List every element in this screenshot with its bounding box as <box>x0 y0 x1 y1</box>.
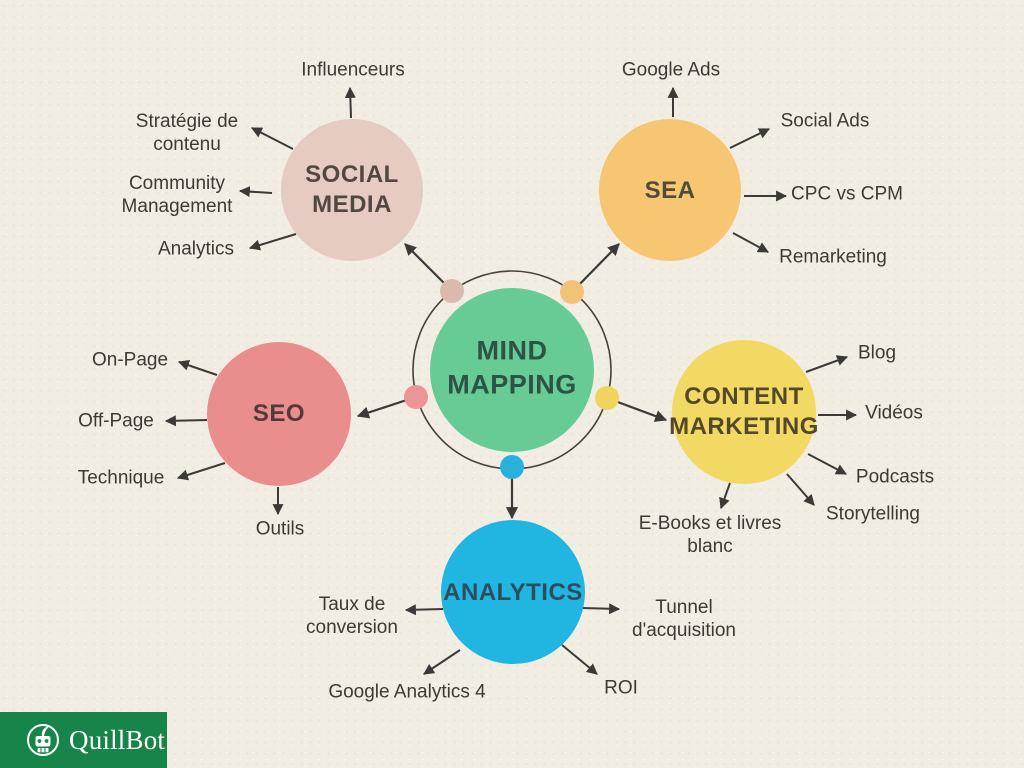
leaf-cpc-vs-cpm: CPC vs CPM <box>791 183 903 205</box>
leaf-off-page: Off-Page <box>78 410 154 432</box>
leaf-google-ads: Google Ads <box>621 59 721 81</box>
leaf-storytelling: Storytelling <box>826 503 920 525</box>
leaf-outils: Outils <box>255 518 305 540</box>
ring-dot-analytics <box>500 455 524 479</box>
social-media-node-label: SOCIAL MEDIA <box>305 161 399 218</box>
leaf-influenceurs: Influenceurs <box>301 59 405 81</box>
leaf-arrows <box>164 86 858 675</box>
ring-dot-sea <box>560 280 584 304</box>
leaf-ebooks-livres-blanc: E-Books et livres blanc <box>638 512 782 557</box>
node-content-marketing <box>672 340 816 484</box>
leaf-analytics-social: Analytics <box>157 238 235 260</box>
leaf-community-management: Community Management <box>121 172 233 217</box>
ring-dot-content-marketing <box>595 386 619 410</box>
node-analytics <box>441 520 585 664</box>
leaf-roi: ROI <box>604 677 638 699</box>
node-center <box>430 288 594 452</box>
leaf-remarketing: Remarketing <box>779 246 887 268</box>
quillbot-logo: QuillBot <box>0 712 167 768</box>
sea-node-label: SEA <box>644 177 696 204</box>
leaf-podcasts: Podcasts <box>855 466 935 488</box>
leaf-google-analytics-4: Google Analytics 4 <box>328 681 486 703</box>
node-social-media <box>281 119 423 261</box>
analytics-node-label: ANALYTICS <box>443 579 583 606</box>
node-sea <box>599 119 741 261</box>
leaf-technique: Technique <box>77 467 165 489</box>
leaf-taux-de-conversion: Taux de conversion <box>306 593 398 638</box>
node-seo <box>207 342 351 486</box>
leaf-blog: Blog <box>857 342 897 364</box>
leaf-tunnel-acquisition: Tunnel d'acquisition <box>632 596 736 641</box>
center-node-label: MIND MAPPING <box>447 335 577 399</box>
quillbot-wordmark: QuillBot <box>69 724 166 755</box>
ring-dot-social-media <box>440 279 464 303</box>
leaf-strategie-de-contenu: Stratégie de contenu <box>135 110 239 155</box>
leaf-on-page: On-Page <box>91 349 169 371</box>
quillbot-robot-icon <box>27 724 59 756</box>
leaf-videos: Vidéos <box>865 402 923 424</box>
seo-node-label: SEO <box>252 400 306 427</box>
content-marketing-node-label: CONTENT MARKETING <box>669 383 819 440</box>
ring-dot-seo <box>404 385 428 409</box>
leaf-social-ads: Social Ads <box>780 110 870 132</box>
